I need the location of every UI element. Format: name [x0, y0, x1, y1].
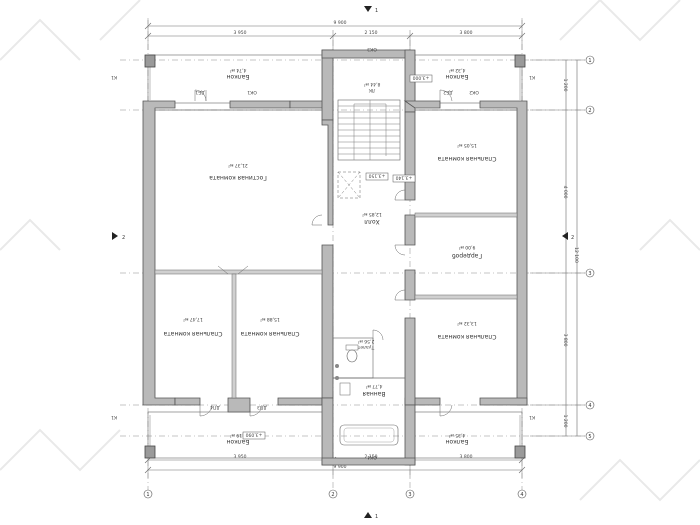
level-mark-3: +3,150 — [369, 173, 386, 179]
room-area-stair: 8,44 м² — [363, 81, 380, 87]
room-name-bedroom-4: Спальная комната — [437, 333, 496, 340]
axis-label-v3: 3 — [408, 492, 411, 498]
opening-tags: ОК1 ДБ1 ДБ2 ОК2 ОК3 ОК4 ДП3 ДП4 К1 К1 К1… — [111, 46, 535, 460]
section-markers: 2 2 1 1 — [112, 6, 574, 520]
section-arrow-top — [364, 6, 372, 12]
room-name-bedroom-3: Спальная комната — [240, 330, 299, 337]
tag-k1-b: К1 — [529, 414, 535, 420]
room-name-stair: ЛК — [368, 87, 375, 93]
axis-bubbles-right: 1 2 3 4 5 — [585, 55, 595, 441]
top-dimensions: 9 900 3 950 2 150 3 800 — [144, 20, 526, 50]
room-name-toilet: Туалет — [357, 344, 375, 350]
axis-label-h5: 5 — [588, 434, 591, 440]
dim-bottom-mid: 2 150 — [365, 454, 378, 460]
room-area-living: 21,37 м² — [228, 162, 248, 168]
level-marks: +3,000 +3,140 +3,150 +3,090 — [242, 75, 433, 440]
dim-right-2: 4 000 — [562, 186, 568, 199]
tag-dp2-top: ДБ2 — [443, 89, 453, 95]
section-label-right: 2 — [571, 235, 574, 241]
axis-label-v4: 4 — [520, 492, 523, 498]
section-label-bottom: 1 — [375, 514, 378, 520]
level-mark-1: +3,000 — [413, 75, 430, 81]
room-name-bedroom-2: Спальная комната — [163, 330, 222, 337]
level-mark-2: +3,140 — [396, 175, 413, 181]
room-area-hall: 12,85 м² — [362, 211, 382, 217]
room-area-bedroom-1: 15,05 м² — [457, 142, 477, 148]
tag-k1-a: К1 — [111, 414, 117, 420]
dim-bottom-total: 9 900 — [334, 464, 347, 470]
tag-ok3-top: ОК3 — [367, 46, 377, 52]
tag-dp4-bottom: ДП4 — [210, 404, 220, 410]
tag-ok1-top: ОК1 — [247, 89, 257, 95]
dim-bottom-left: 3 950 — [234, 454, 247, 460]
room-name-wardrobe: Гардероб — [452, 252, 482, 259]
section-arrow-right — [562, 232, 568, 240]
right-dimensions: 1 200 4 000 3 800 1 200 12 100 — [530, 59, 585, 437]
level-mark-4: +3,090 — [246, 432, 263, 438]
room-area-bedroom-3: 15,88 м² — [260, 316, 280, 322]
room-name-balcony-1: Балкон — [227, 73, 250, 80]
room-name-living: Гостиная комната — [209, 174, 267, 181]
room-area-wardrobe: 9,00 м² — [458, 244, 475, 250]
section-label-top: 1 — [375, 8, 378, 14]
staircase — [337, 99, 401, 199]
tag-k1-c: К1 — [111, 74, 117, 80]
bath-fixtures — [335, 344, 399, 446]
section-arrow-bottom — [364, 512, 372, 518]
room-area-bedroom-2: 17,47 м² — [183, 316, 203, 322]
axis-label-h4: 4 — [588, 403, 591, 409]
room-name-bedroom-1: Спальная комната — [437, 155, 496, 162]
tag-ok4-bottom: ОК4 — [367, 454, 377, 460]
room-area-balcony-4: 4,35 м² — [448, 432, 465, 438]
sink — [339, 382, 351, 396]
corner-columns — [144, 54, 526, 459]
dim-top-mid: 2 150 — [365, 30, 378, 36]
room-area-balcony-2: 4,32 м² — [448, 67, 465, 73]
room-name-balcony-4: Балкон — [446, 438, 469, 445]
interior-partitions — [154, 109, 518, 399]
dim-bottom-right: 3 800 — [460, 454, 473, 460]
room-area-bath: 4,77 м² — [365, 383, 382, 389]
section-label-left: 2 — [122, 235, 125, 241]
room-area-bedroom-4: 13,32 м² — [457, 320, 477, 326]
dim-right-4: 1 200 — [562, 415, 568, 428]
axis-label-h3: 3 — [588, 271, 591, 277]
dim-right-3: 3 800 — [562, 334, 568, 347]
toilet — [346, 349, 358, 363]
dim-top-total: 9 900 — [334, 20, 347, 26]
axis-bubbles-bottom: 1 2 3 4 — [143, 489, 527, 499]
axis-label-h1: 1 — [588, 58, 591, 64]
room-labels: Балкон 4,74 м² Балкон 4,32 м² Гостиная к… — [163, 67, 496, 445]
room-name-hall: Холл — [364, 218, 380, 225]
axis-label-v1: 1 — [146, 492, 149, 498]
axis-label-v2: 2 — [331, 492, 334, 498]
watermark-pattern — [0, 0, 700, 502]
room-name-balcony-2: Балкон — [446, 73, 469, 80]
section-arrow-left — [112, 232, 118, 240]
exterior-walls — [142, 49, 528, 466]
room-area-balcony-3: 5,19 м² — [229, 432, 246, 438]
tag-dp3-bottom: ДП3 — [257, 404, 267, 410]
bathtub — [339, 424, 399, 446]
dim-right-total: 12 100 — [573, 247, 579, 263]
axis-label-h2: 2 — [588, 108, 591, 114]
tag-ok2-top: ОК2 — [469, 89, 479, 95]
room-area-balcony-1: 4,74 м² — [229, 67, 246, 73]
room-name-bath: Ванная — [362, 390, 385, 397]
tag-dp1-top: ДБ1 — [195, 89, 205, 95]
dim-top-left: 3 950 — [234, 30, 247, 36]
room-name-balcony-3: Балкон — [227, 438, 250, 445]
tag-k1-d: К1 — [529, 74, 535, 80]
dim-right-1: 1 200 — [562, 79, 568, 92]
dim-top-right: 3 800 — [460, 30, 473, 36]
doors — [194, 89, 453, 417]
room-area-toilet: 2,56 м² — [357, 338, 374, 344]
